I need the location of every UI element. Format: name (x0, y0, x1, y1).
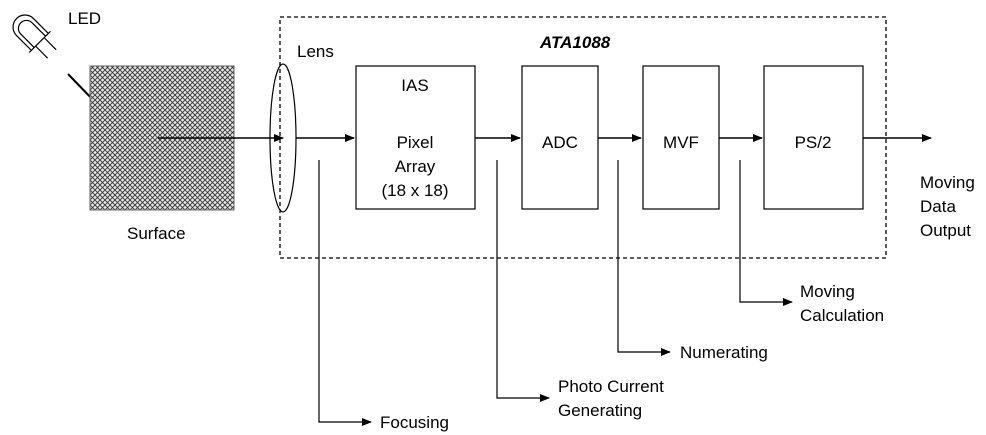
numerating-label: Numerating (680, 343, 768, 362)
ias-size-label: (18 x 18) (381, 181, 448, 200)
output-label-line2: Data (920, 197, 956, 216)
ias-pixel-label: Pixel (397, 133, 434, 152)
focusing-callout-arrow (318, 160, 372, 426)
photo-current-label-line1: Photo Current (558, 377, 664, 396)
ias-array-label: Array (395, 157, 436, 176)
chip-boundary (279, 16, 887, 259)
photo-current-label-line2: Generating (558, 401, 642, 420)
surface-label: Surface (127, 224, 186, 243)
mvf-label: MVF (663, 133, 699, 152)
output-label-line1: Moving (920, 173, 975, 192)
focusing-label: Focusing (380, 413, 449, 432)
lens-label: Lens (297, 42, 334, 61)
moving-calc-label-line2: Calculation (800, 306, 884, 325)
numerating-callout-arrow (617, 160, 671, 356)
photo-current-callout-arrow (496, 160, 550, 402)
led-label: LED (68, 9, 101, 28)
led-icon (12, 14, 57, 59)
mvf-block (642, 65, 720, 210)
ias-block (355, 65, 476, 210)
output-label-line3: Output (920, 221, 971, 240)
ps2-label: PS/2 (795, 133, 832, 152)
chip-title: ATA1088 (539, 33, 611, 52)
moving-calc-label-line1: Moving (800, 282, 855, 301)
adc-label: ADC (542, 133, 578, 152)
ias-label: IAS (401, 76, 428, 95)
moving-calc-callout-arrow (739, 160, 793, 306)
